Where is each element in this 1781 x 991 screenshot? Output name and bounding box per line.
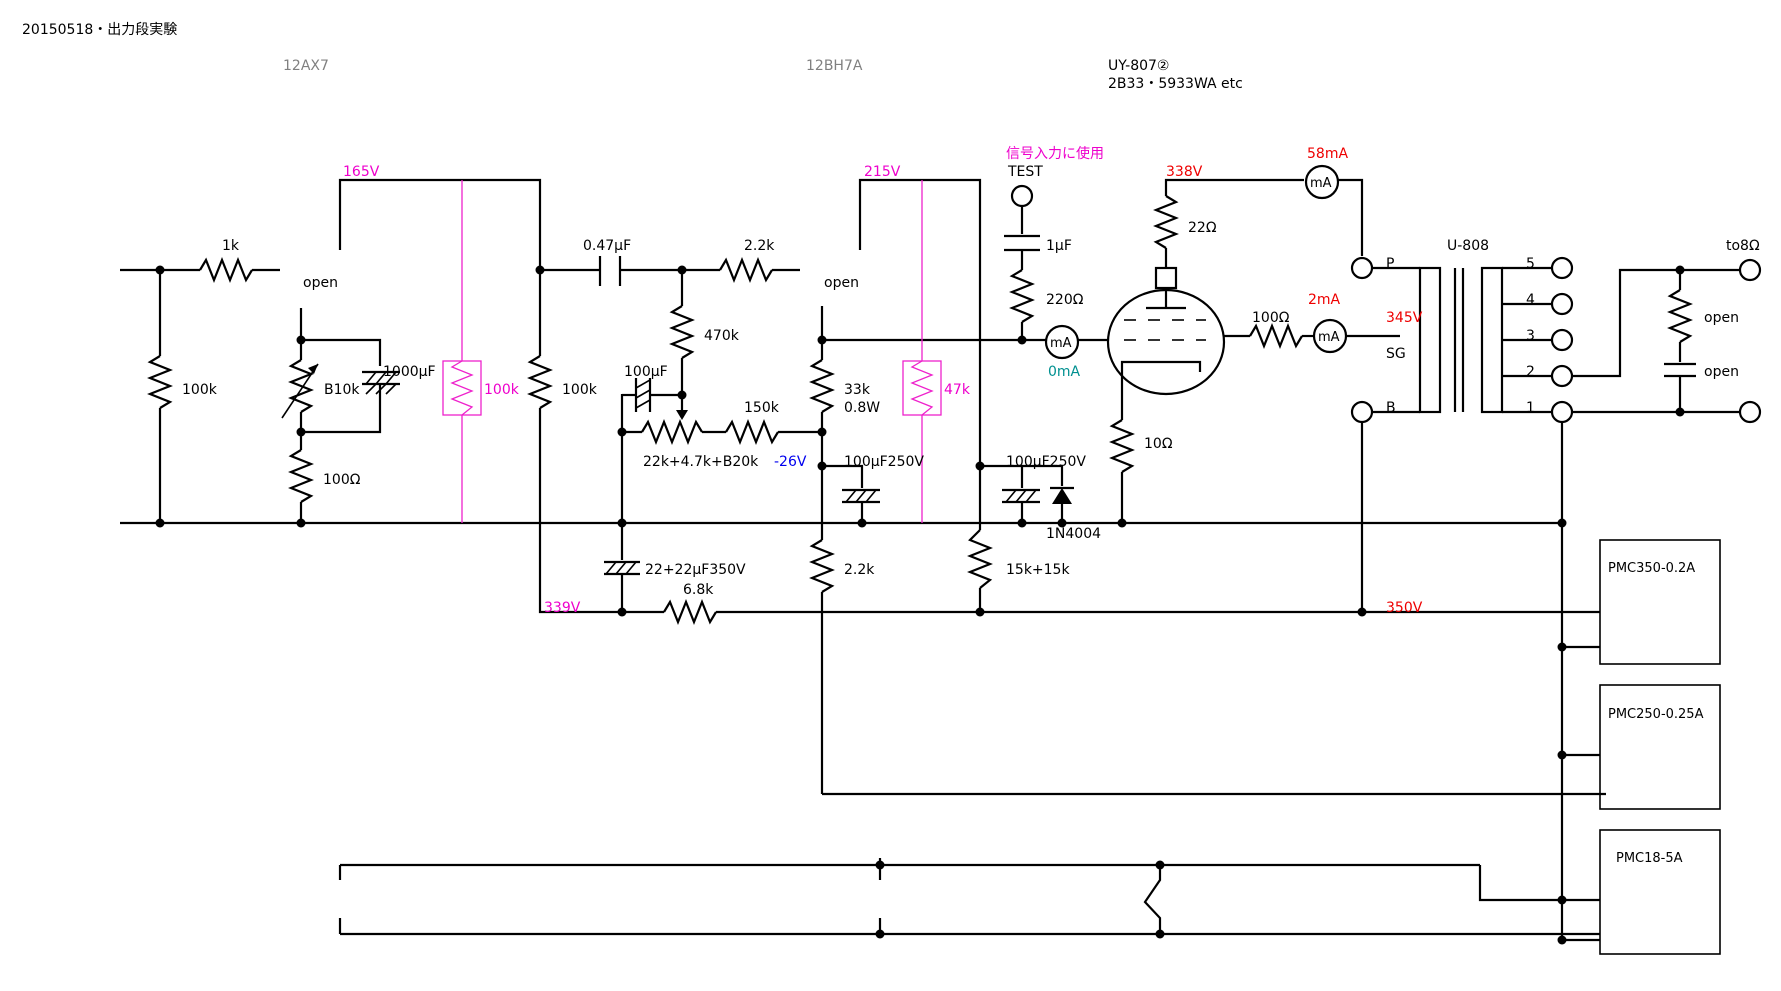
label-22ohm: 22Ω [1188, 220, 1217, 236]
label-47k-mag: 47k [944, 382, 971, 398]
label-15k: 15k+15k [1006, 562, 1070, 578]
resistor-100k-mag-1 [442, 180, 482, 523]
label-2ma: 2mA [1308, 292, 1341, 308]
label-6k8: 6.8k [683, 582, 714, 598]
label-338v: 338V [1166, 164, 1203, 180]
label-100ohm-sg: 100Ω [1252, 310, 1290, 326]
label-339v: 339V [544, 600, 581, 616]
label-1uf: 1μF [1046, 238, 1072, 254]
label-tap2: 2 [1526, 364, 1535, 380]
tube-label-12bh7a: 12BH7A [806, 58, 863, 74]
label-open-2: open [824, 275, 859, 291]
label-tap3: 3 [1526, 328, 1535, 344]
label-b: B [1386, 400, 1396, 416]
screen-meter-label: mA [1318, 330, 1340, 345]
label-100ohm: 100Ω [323, 472, 361, 488]
label-2k2-b: 2.2k [844, 562, 875, 578]
resistor-47k-mag [902, 180, 942, 523]
label-100k-mag: 100k [484, 382, 520, 398]
label-test: TEST [1007, 164, 1043, 180]
label-neg26v: -26V [774, 454, 807, 470]
heater-wiring [338, 858, 1600, 939]
label-165v: 165V [343, 164, 380, 180]
label-b10k: B10k [324, 382, 360, 398]
label-100uf250v-b: 100μF250V [1006, 454, 1086, 470]
resistor-100k-load [527, 265, 620, 614]
tube-label-12ax7: 12AX7 [283, 58, 329, 74]
label-p: P [1386, 256, 1394, 272]
label-1000uf: 1000μF [383, 364, 436, 380]
label-215v: 215V [864, 164, 901, 180]
label-58ma: 58mA [1307, 146, 1348, 162]
label-u808: U-808 [1447, 238, 1489, 254]
label-100uf: 100μF [624, 364, 668, 380]
output-tube: mA mA [1106, 164, 1400, 528]
screen-supply [967, 461, 1074, 617]
psu-250: PMC250-0.25A [1608, 707, 1704, 722]
label-220ohm: 220Ω [1046, 292, 1084, 308]
output-transformer [1350, 256, 1600, 945]
label-345v: 345V [1386, 310, 1423, 326]
label-1n4004: 1N4004 [1046, 526, 1101, 542]
label-bias-pot: 22k+4.7k+B20k [643, 454, 759, 470]
label-150k: 150k [744, 400, 780, 416]
input-stage [120, 178, 542, 528]
bias-network [604, 378, 1362, 625]
label-1k: 1k [222, 238, 240, 254]
label-33k: 33k [844, 382, 871, 398]
tube-label-alternates: 2B33・5933WA etc [1108, 76, 1243, 92]
coupling-capacitor [540, 256, 800, 418]
label-100k-in: 100k [182, 382, 218, 398]
label-22uf: 22+22μF350V [645, 562, 746, 578]
label-tap5: 5 [1526, 256, 1535, 272]
label-100uf250v-a: 100μF250V [844, 454, 924, 470]
label-08w: 0.8W [844, 400, 880, 416]
label-open-3: open [1704, 310, 1739, 326]
plate-meter-label: mA [1310, 176, 1332, 191]
label-open-1: open [303, 275, 338, 291]
diagram-title: 20150518・出力段実験 [22, 22, 177, 38]
label-100k-load: 100k [562, 382, 598, 398]
label-350v: 350V [1386, 600, 1423, 616]
label-470k: 470k [704, 328, 740, 344]
tube-label-uy807: UY-807② [1108, 58, 1169, 74]
psu-350: PMC350-0.2A [1608, 561, 1695, 576]
label-tap1: 1 [1526, 400, 1535, 416]
grid-circuit: mA [1004, 184, 1108, 360]
label-open-4: open [1704, 364, 1739, 380]
label-tap4: 4 [1526, 292, 1535, 308]
label-sg: SG [1386, 346, 1406, 362]
grid-meter-label: mA [1050, 336, 1072, 351]
psu-boxes: PMC350-0.2A PMC250-0.25A PMC18-5A [1599, 539, 1721, 955]
label-2k2-a: 2.2k [744, 238, 775, 254]
speaker-output [1572, 258, 1762, 424]
label-10ohm: 10Ω [1144, 436, 1173, 452]
label-test-note: 信号入力に使用 [1006, 145, 1104, 162]
label-0ma: 0mA [1048, 364, 1081, 380]
stage-12bh7a [809, 178, 1606, 796]
label-to8ohm: to8Ω [1726, 238, 1760, 254]
psu-18: PMC18-5A [1616, 851, 1683, 866]
label-047uf: 0.47μF [583, 238, 631, 254]
